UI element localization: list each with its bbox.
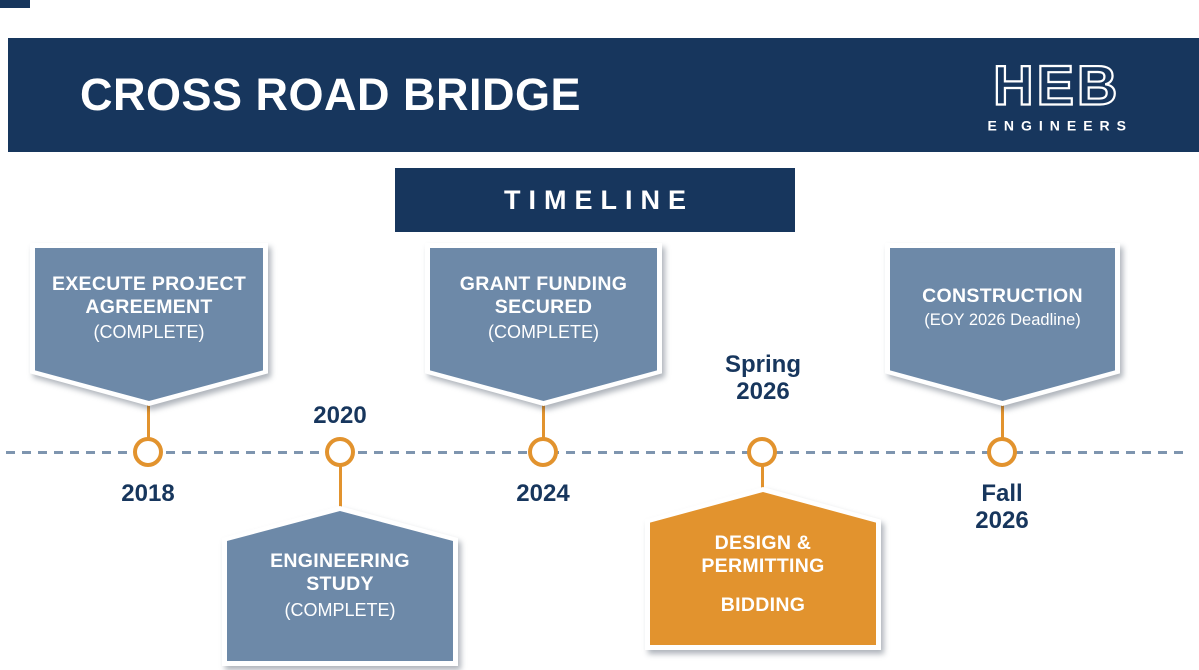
- milestone-year: 2018: [121, 480, 175, 507]
- milestone-banner: CONSTRUCTION (EOY 2026 Deadline): [885, 243, 1120, 406]
- milestone-year: 2024: [516, 480, 570, 507]
- header-bar: CROSS ROAD BRIDGE HEB ENGINEERS: [8, 38, 1199, 152]
- timeline-heading: TIMELINE: [504, 184, 694, 215]
- milestone-banner: EXECUTE PROJECT AGREEMENT (COMPLETE): [30, 243, 268, 406]
- banner-fill-shape: [890, 248, 1115, 401]
- timeline-axis: [6, 451, 1185, 454]
- milestone-title: EXECUTE PROJECT AGREEMENT: [51, 272, 247, 318]
- milestone-stem: [761, 464, 764, 510]
- timeline-node-marker: [528, 437, 558, 467]
- timeline-node-marker: [133, 437, 163, 467]
- top-left-page-fragment: [0, 0, 30, 8]
- banner-text: ENGINEERING STUDY (COMPLETE): [222, 538, 458, 666]
- timeline-node-marker: [987, 437, 1017, 467]
- milestone-stem: [1001, 392, 1004, 440]
- banner-fill-shape: [430, 248, 657, 401]
- milestone-status: BIDDING: [720, 594, 806, 617]
- milestone-status: (COMPLETE): [284, 599, 396, 620]
- timeline-heading-box: TIMELINE: [395, 168, 795, 232]
- banner-text: GRANT FUNDING SECURED (COMPLETE): [425, 243, 662, 373]
- banner-text: DESIGN & PERMITTING BIDDING: [645, 520, 881, 650]
- milestone-title: DESIGN & PERMITTING: [701, 531, 825, 577]
- banner-text: EXECUTE PROJECT AGREEMENT (COMPLETE): [30, 243, 268, 373]
- milestone-title: ENGINEERING STUDY: [270, 550, 410, 596]
- heb-engineers-logo: HEB ENGINEERS: [981, 53, 1133, 134]
- timeline-node-marker: [325, 437, 355, 467]
- timeline-node-marker: [747, 437, 777, 467]
- milestone-banner: ENGINEERING STUDY (COMPLETE): [222, 506, 458, 666]
- milestone-year: Spring 2026: [725, 351, 801, 405]
- page-title: CROSS ROAD BRIDGE: [80, 69, 582, 120]
- milestone-banner: GRANT FUNDING SECURED (COMPLETE): [425, 243, 662, 406]
- milestone-banner: DESIGN & PERMITTING BIDDING: [645, 487, 881, 650]
- milestone-title: GRANT FUNDING SECURED: [459, 272, 628, 318]
- milestone-stem: [147, 392, 150, 440]
- banner-fill-shape: [35, 248, 263, 401]
- milestone-status: (COMPLETE): [93, 322, 205, 343]
- milestone-status: (EOY 2026 Deadline): [924, 311, 1081, 330]
- milestone-year: 2020: [313, 402, 367, 429]
- logo-subtext: ENGINEERS: [987, 117, 1133, 134]
- milestone-status: (COMPLETE): [487, 322, 599, 343]
- banner-text: CONSTRUCTION (EOY 2026 Deadline): [885, 243, 1120, 373]
- banner-fill-shape: [650, 492, 876, 645]
- banner-fill-shape: [227, 511, 453, 661]
- milestone-title: CONSTRUCTION: [922, 285, 1083, 308]
- milestone-year: Fall 2026: [975, 480, 1029, 534]
- milestone-stem: [339, 464, 342, 510]
- milestone-stem: [542, 392, 545, 440]
- logo-text: HEB: [992, 53, 1121, 117]
